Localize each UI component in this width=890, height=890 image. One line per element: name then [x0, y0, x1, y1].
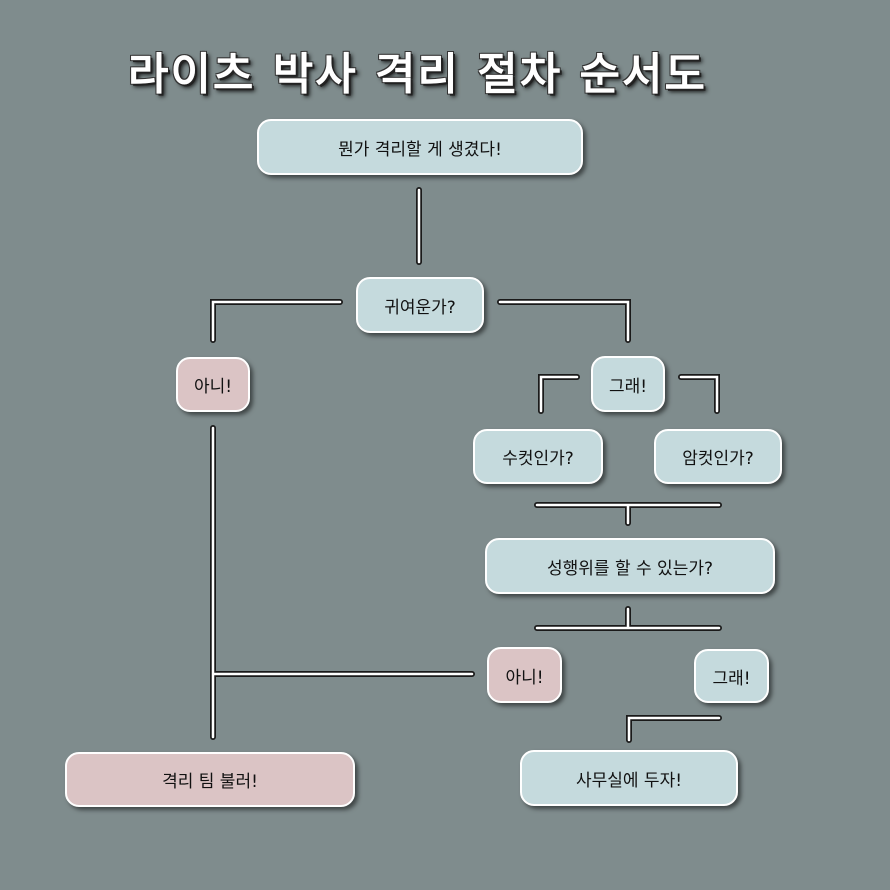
- node-start: 뭔가 격리할 게 생겼다!: [257, 119, 583, 175]
- connector-cute-no: [210, 299, 343, 343]
- node-sex-yes: 그래!: [694, 649, 769, 703]
- node-office: 사무실에 두자!: [520, 750, 738, 806]
- node-male: 수컷인가?: [473, 429, 603, 484]
- connector-cute-yes: [497, 299, 631, 343]
- connector-yes-office: [626, 715, 722, 743]
- connector-yes-female: [678, 374, 720, 414]
- node-sex-no: 아니!: [487, 647, 562, 703]
- node-cute-yes: 그래!: [591, 356, 665, 412]
- node-sex: 성행위를 할 수 있는가?: [485, 538, 775, 594]
- node-call-team: 격리 팀 불러!: [65, 752, 355, 807]
- page-title: 라이츠 박사 격리 절차 순서도: [127, 49, 708, 100]
- node-female: 암컷인가?: [654, 429, 782, 484]
- connector-yes-male: [538, 374, 580, 414]
- node-cute: 귀여운가?: [356, 277, 484, 333]
- connector-no-team: [210, 425, 475, 740]
- node-cute-no: 아니!: [176, 357, 250, 412]
